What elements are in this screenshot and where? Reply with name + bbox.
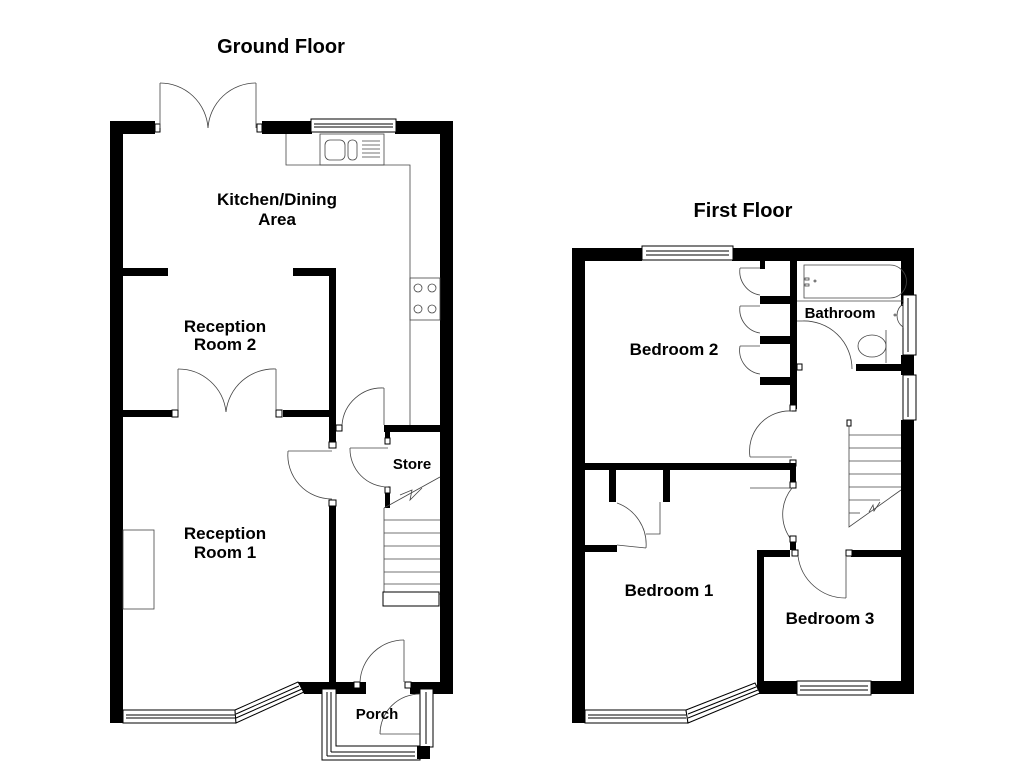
- porch-glazing: [321, 688, 434, 761]
- door-swing: [782, 487, 793, 539]
- wall: [856, 364, 901, 371]
- door-swing: [349, 447, 389, 488]
- wall: [757, 550, 764, 693]
- first-floor: First Floor: [572, 200, 917, 724]
- ground-floor: Ground Floor: [110, 36, 453, 761]
- hob-icon: [409, 277, 441, 321]
- room-label-porch: Porch: [356, 706, 399, 723]
- wall: [417, 746, 430, 759]
- wall: [283, 410, 333, 417]
- room-label-reception-2: Reception: [184, 317, 266, 336]
- bath-icon: [803, 264, 907, 299]
- room-label-bedroom-3: Bedroom 3: [786, 609, 875, 628]
- wall: [901, 355, 914, 375]
- wall: [585, 463, 796, 470]
- wall: [123, 410, 178, 417]
- wall: [385, 430, 390, 438]
- wall: [757, 550, 790, 557]
- wall: [385, 493, 390, 508]
- wall: [329, 506, 336, 686]
- ground-floor-title: Ground Floor: [217, 36, 345, 58]
- door-swing: [616, 502, 647, 549]
- toilet-icon: [857, 330, 887, 363]
- wall: [336, 682, 366, 694]
- wall: [384, 425, 440, 432]
- room-label-kitchen-2: Area: [258, 210, 296, 229]
- room-label-reception-2b: Room 2: [194, 335, 256, 354]
- wall: [851, 550, 901, 557]
- room-label-store: Store: [393, 456, 431, 473]
- wall: [732, 248, 914, 261]
- room-label-bedroom-2: Bedroom 2: [630, 340, 719, 359]
- wall: [293, 268, 336, 276]
- staircase: [846, 419, 902, 528]
- wardrobe-doors: [739, 267, 761, 375]
- staircase: [382, 476, 441, 607]
- wall: [572, 248, 642, 261]
- room-label-bedroom-1: Bedroom 1: [625, 581, 714, 600]
- window: [796, 680, 872, 696]
- window: [641, 245, 734, 261]
- wall: [757, 681, 797, 694]
- wall: [262, 121, 312, 134]
- first-floor-title: First Floor: [694, 200, 793, 222]
- chimney-breast: [122, 529, 155, 610]
- wall: [790, 261, 797, 409]
- washbasin-icon: [893, 303, 904, 328]
- door-swing: [801, 320, 853, 370]
- wall: [572, 248, 585, 723]
- wall: [110, 121, 123, 723]
- door-swing: [749, 410, 793, 458]
- patio-doors: [154, 82, 263, 133]
- door-swing: [359, 639, 405, 683]
- window: [902, 294, 917, 421]
- wall: [901, 248, 914, 306]
- wall: [329, 417, 336, 442]
- kitchen-worktop: [285, 133, 441, 425]
- door-swing: [287, 450, 333, 500]
- room-label-bathroom: Bathroom: [805, 305, 876, 322]
- sink-icon: [324, 139, 346, 161]
- door-swing: [797, 555, 847, 599]
- wall: [901, 420, 914, 693]
- bay-window: [584, 682, 761, 724]
- wall: [123, 268, 168, 276]
- door-swing: [379, 693, 421, 735]
- door-swing: [341, 387, 385, 426]
- wall: [440, 121, 453, 694]
- bay-window: [122, 681, 336, 724]
- double-doors: [171, 368, 283, 418]
- kitchen-window: [310, 118, 397, 133]
- wall: [329, 268, 336, 418]
- wall: [871, 681, 914, 694]
- room-label-reception-1b: Room 1: [194, 543, 256, 562]
- room-label-kitchen: Kitchen/Dining: [217, 190, 337, 209]
- wall: [395, 121, 453, 134]
- room-label-reception-1: Reception: [184, 524, 266, 543]
